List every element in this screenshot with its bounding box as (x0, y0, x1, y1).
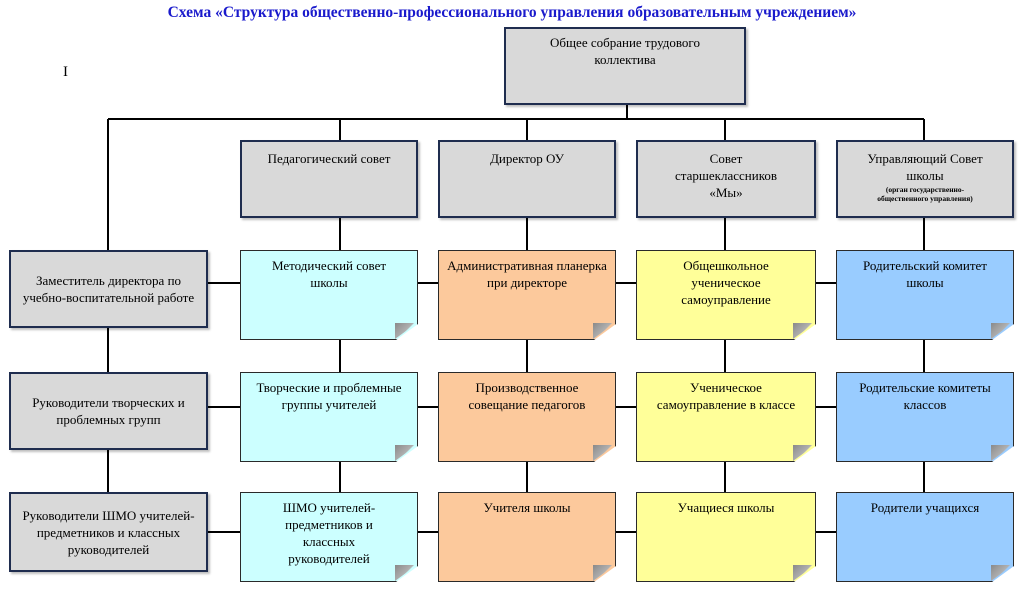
node-senior-council-label: Совет старшеклассников «Мы» (675, 151, 777, 200)
node-students-label: Учащиеся школы (677, 500, 775, 515)
node-ped-council-label: Педагогический совет (267, 151, 391, 166)
node-general-meeting: Общее собрание трудового коллектива (504, 27, 746, 105)
node-production-meeting-label: Производственное совещание педагогов (468, 380, 586, 412)
node-ped-council: Педагогический совет (240, 140, 418, 218)
node-method-council: Методический совет школы (240, 250, 418, 340)
node-shmo-teachers: ШМО учителей-предметников и классных рук… (240, 492, 418, 582)
node-shmo-heads: Руководители ШМО учителей-предметников и… (9, 492, 208, 572)
page-title: Схема «Структура общественно-профессиона… (167, 4, 857, 21)
text-cursor: I (63, 64, 68, 80)
node-creative-groups: Творческие и проблемные группы учителей (240, 372, 418, 462)
node-managing-council-note: (орган государственно-общественного упра… (877, 185, 973, 203)
node-deputy-director: Заместитель директора по учебно-воспитат… (9, 250, 208, 328)
node-students: Учащиеся школы (636, 492, 816, 582)
node-managing-council-label: Управляющий Совет школы (867, 151, 983, 183)
node-director-label: Директор ОУ (490, 151, 564, 166)
node-creative-group-heads-label: Руководители творческих и проблемных гру… (32, 395, 185, 427)
node-teachers: Учителя школы (438, 492, 616, 582)
node-school-self-gov: Общешкольное ученическое самоуправление (636, 250, 816, 340)
node-parents: Родители учащихся (836, 492, 1014, 582)
node-creative-group-heads: Руководители творческих и проблемных гру… (9, 372, 208, 450)
node-teachers-label: Учителя школы (483, 500, 571, 515)
node-parent-committees-classes: Родительские комитеты классов (836, 372, 1014, 462)
node-senior-council: Совет старшеклассников «Мы» (636, 140, 816, 218)
node-parent-committee-school-label: Родительский комитет школы (863, 258, 987, 290)
node-deputy-director-label: Заместитель директора по учебно-воспитат… (22, 273, 195, 305)
node-admin-meeting: Административная планерка при директоре (438, 250, 616, 340)
node-creative-groups-label: Творческие и проблемные группы учителей (256, 380, 402, 412)
node-class-self-gov: Ученическое самоуправление в классе (636, 372, 816, 462)
node-production-meeting: Производственное совещание педагогов (438, 372, 616, 462)
node-shmo-heads-label: Руководители ШМО учителей-предметников и… (22, 507, 195, 557)
node-class-self-gov-label: Ученическое самоуправление в классе (656, 380, 796, 412)
node-method-council-label: Методический совет школы (271, 258, 387, 290)
node-managing-council: Управляющий Совет школы (орган государст… (836, 140, 1014, 218)
node-parents-label: Родители учащихся (870, 500, 980, 515)
node-shmo-teachers-label: ШМО учителей-предметников и классных рук… (282, 500, 376, 566)
node-admin-meeting-label: Административная планерка при директоре (447, 258, 607, 290)
node-general-meeting-label: Общее собрание трудового коллектива (550, 35, 700, 67)
node-director: Директор ОУ (438, 140, 616, 218)
node-school-self-gov-label: Общешкольное ученическое самоуправление (681, 258, 771, 307)
node-parent-committee-school: Родительский комитет школы (836, 250, 1014, 340)
node-parent-committees-classes-label: Родительские комитеты классов (859, 380, 991, 412)
